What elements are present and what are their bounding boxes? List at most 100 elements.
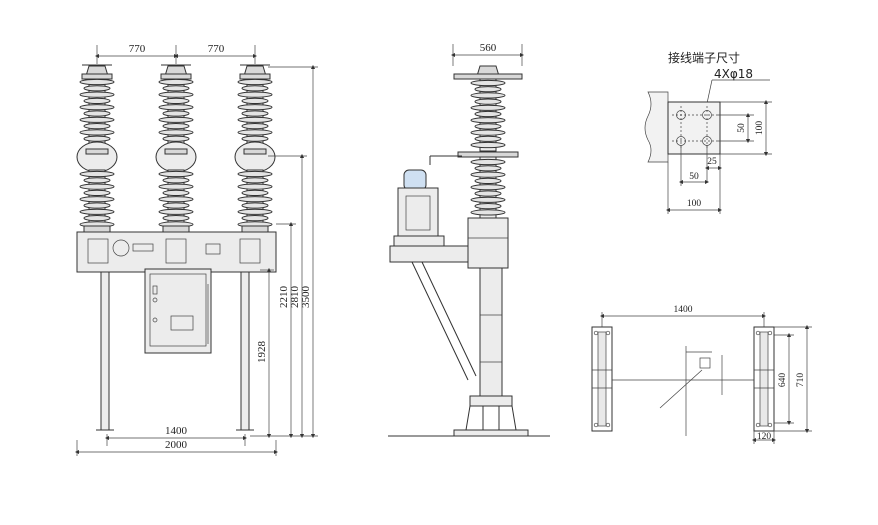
hole-spec: 4Xφ18 bbox=[714, 67, 753, 81]
interrupter-chamber bbox=[76, 141, 118, 173]
dim-h-edge: 25 bbox=[707, 157, 717, 167]
dim-v-hole: 50 bbox=[737, 123, 747, 133]
insulator-shed bbox=[158, 104, 194, 111]
insulator-shed bbox=[158, 91, 194, 98]
control-cabinet bbox=[144, 268, 212, 354]
insulator-shed bbox=[79, 208, 115, 215]
insulator-shed bbox=[470, 141, 506, 149]
insulator-shed bbox=[158, 129, 194, 136]
insulator-shed bbox=[470, 92, 506, 99]
insulator-shed bbox=[83, 97, 111, 105]
insulator-shed bbox=[241, 215, 269, 222]
insulator-columns bbox=[76, 64, 276, 233]
insulator-shed bbox=[79, 196, 115, 203]
insulator-shed bbox=[237, 104, 273, 111]
insulator-shed bbox=[470, 117, 506, 124]
insulator-shed bbox=[470, 184, 506, 191]
insulator-shed bbox=[241, 97, 269, 105]
dim-plan-span: 1400 bbox=[674, 305, 693, 315]
front-view: 770 770 1400 2000 1928 2210 2810 3500 bbox=[74, 43, 318, 456]
side-base-housing bbox=[467, 217, 509, 269]
dim-plan-outer: 710 bbox=[796, 373, 806, 388]
insulator-shed bbox=[241, 110, 269, 117]
insulator-shed bbox=[474, 86, 502, 93]
box-plate-2 bbox=[205, 243, 221, 255]
insulator-shed bbox=[158, 208, 194, 215]
insulator-shed bbox=[470, 129, 506, 136]
insulator-shed bbox=[83, 110, 111, 117]
side-mid-plate bbox=[457, 151, 519, 158]
insulator-shed bbox=[474, 123, 502, 130]
side-insulator-column bbox=[453, 65, 523, 269]
insulator-shed bbox=[162, 123, 190, 130]
base-plan: 1400 640 710 120 bbox=[591, 305, 812, 444]
mechanism-box bbox=[76, 231, 277, 273]
box-gauge bbox=[112, 239, 130, 257]
insulator-shed bbox=[237, 183, 273, 190]
ct-base bbox=[393, 235, 445, 247]
insulator-shed bbox=[241, 135, 269, 142]
insulator-shed bbox=[241, 177, 269, 184]
insulator-shed bbox=[158, 116, 194, 123]
insulator-shed bbox=[474, 190, 502, 197]
dim-plan-foot: 120 bbox=[757, 432, 772, 442]
insulator-shed bbox=[237, 196, 273, 203]
insulator-shed bbox=[79, 104, 115, 111]
dim-v-plate: 100 bbox=[755, 121, 765, 136]
dim-leg-spacing: 1400 bbox=[165, 425, 188, 437]
insulator-shed bbox=[237, 208, 273, 215]
insulator-shed bbox=[470, 171, 506, 178]
insulator-shed bbox=[79, 78, 115, 86]
insulator-shed bbox=[158, 170, 194, 178]
insulator-shed bbox=[83, 123, 111, 130]
ct-housing bbox=[397, 187, 439, 237]
box-window-1 bbox=[87, 238, 109, 264]
insulator-shed bbox=[79, 183, 115, 190]
insulator-shed bbox=[237, 170, 273, 178]
interrupter-chamber bbox=[155, 141, 197, 173]
dim-pitch-right: 770 bbox=[208, 43, 225, 55]
insulator-shed bbox=[241, 189, 269, 196]
dim-h-plate: 100 bbox=[687, 199, 702, 209]
dim-h-hole: 50 bbox=[689, 172, 699, 182]
insulator-shed bbox=[162, 215, 190, 222]
insulator-shed bbox=[474, 110, 502, 118]
insulator-shed bbox=[79, 116, 115, 123]
insulator-shed bbox=[162, 202, 190, 209]
insulator-shed bbox=[470, 196, 506, 203]
insulator-shed bbox=[237, 116, 273, 123]
dim-top-width: 560 bbox=[480, 42, 497, 54]
insulator-shed bbox=[470, 79, 506, 87]
support-tube bbox=[479, 267, 503, 399]
insulator-shed bbox=[158, 196, 194, 203]
insulator-shed bbox=[83, 189, 111, 196]
insulator-shed bbox=[241, 202, 269, 209]
dim-pitch-left: 770 bbox=[129, 43, 146, 55]
insulator-shed bbox=[83, 215, 111, 222]
insulator-shed bbox=[162, 110, 190, 117]
leg-left bbox=[100, 271, 110, 431]
insulator-shed bbox=[237, 129, 273, 136]
side-foot bbox=[453, 429, 529, 437]
terminal-plate bbox=[667, 101, 721, 155]
insulator-shed bbox=[162, 85, 190, 92]
dim-h-box-top: 2210 bbox=[278, 286, 290, 309]
insulator-shed bbox=[470, 104, 506, 111]
insulator-shed bbox=[83, 85, 111, 92]
insulator-shed bbox=[237, 78, 273, 86]
dim-h-frame: 1928 bbox=[256, 341, 268, 364]
interrupter-chamber bbox=[234, 141, 276, 173]
insulator-shed bbox=[241, 85, 269, 92]
ct-cap bbox=[403, 169, 427, 191]
terminal-title: 接线端子尺寸 bbox=[668, 50, 740, 65]
insulator-shed bbox=[474, 203, 502, 210]
dim-h-mid: 2810 bbox=[289, 286, 301, 309]
insulator-shed bbox=[162, 189, 190, 196]
insulator-shed bbox=[79, 129, 115, 136]
insulator-shed bbox=[158, 183, 194, 190]
insulator-shed bbox=[79, 91, 115, 98]
insulator-shed bbox=[237, 91, 273, 98]
insulator-shed bbox=[79, 170, 115, 178]
insulator-shed bbox=[474, 177, 502, 184]
